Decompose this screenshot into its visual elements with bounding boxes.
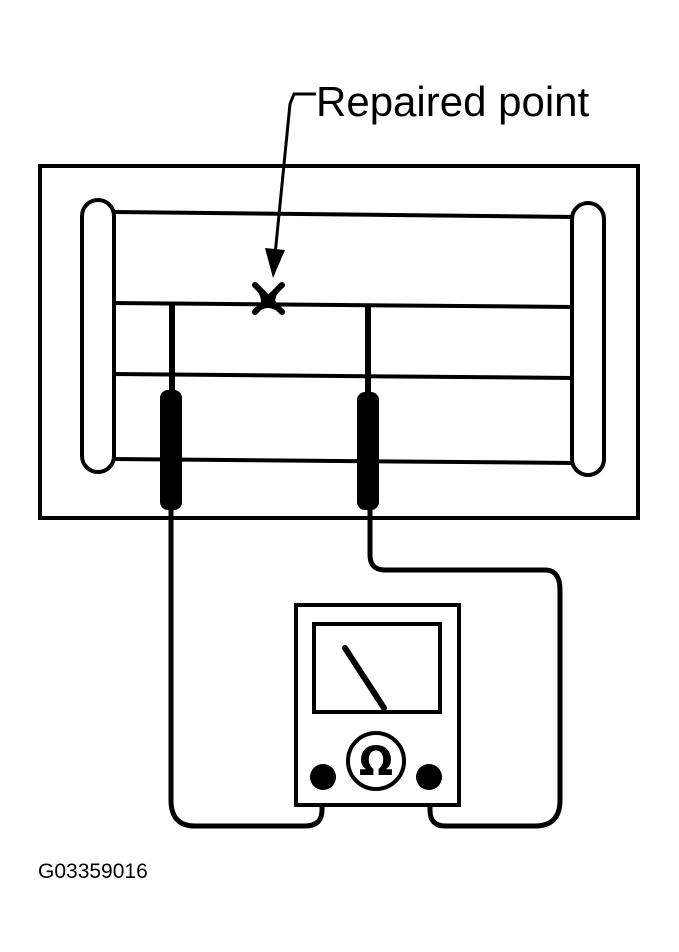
right-terminal — [416, 764, 442, 790]
rear-window-glass — [38, 164, 640, 520]
heater-grid-line — [111, 457, 575, 465]
figure-id: G03359016 — [38, 860, 148, 883]
heater-grid-line — [111, 372, 575, 380]
ohm-dial-icon — [346, 731, 406, 791]
right-lead-wire — [367, 508, 563, 829]
left-lead-wire — [168, 508, 325, 829]
repaired-point-label: Repaired point — [316, 78, 590, 125]
repaired-point-mark — [252, 282, 285, 315]
heater-grid-line — [111, 210, 575, 219]
heater-grid-line — [111, 301, 575, 309]
left-test-probe — [160, 303, 182, 510]
ohm-symbol: Ω — [359, 739, 393, 785]
ohmmeter-needle — [342, 645, 387, 711]
left-terminal — [310, 764, 336, 790]
ohmmeter: Ω — [294, 603, 461, 807]
right-bus-bar — [570, 201, 606, 477]
left-bus-bar — [80, 198, 116, 474]
right-test-probe — [357, 307, 379, 510]
callout-leader — [265, 92, 316, 278]
